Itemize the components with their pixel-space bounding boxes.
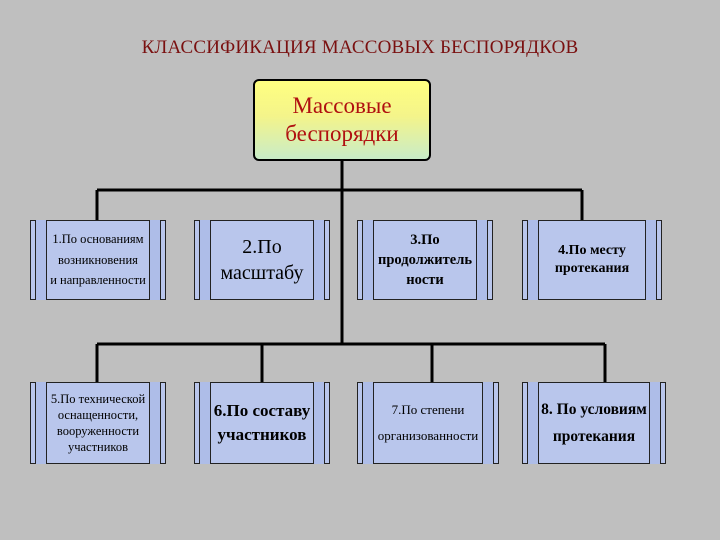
node-label: 8. По условиям протекания (541, 400, 647, 445)
node-label: 2.По масштабу (220, 236, 304, 284)
node-organization-degree: 7.По степени организованности (357, 382, 499, 464)
node-label: 5.По технической оснащенности, вооруженн… (50, 391, 146, 455)
node-conditions: 8. По условиям протекания (522, 382, 666, 464)
diagram-title: КЛАССИФИКАЦИЯ МАССОВЫХ БЕСПОРЯДКОВ (141, 37, 579, 58)
node-label: 7.По степени организованности (377, 402, 479, 443)
node-duration: 3.По продолжитель ности (357, 220, 493, 300)
node-technical-equipment: 5.По технической оснащенности, вооруженн… (30, 382, 166, 464)
node-label: 4.По месту протекания (554, 242, 630, 276)
node-label: 3.По продолжитель ности (377, 231, 472, 289)
node-place: 4.По месту протекания (522, 220, 662, 300)
node-participants-composition: 6.По составу участников (194, 382, 330, 464)
node-scale: 2.По масштабу (194, 220, 330, 300)
node-grounds-and-direction: 1.По основаниям возникновения и направле… (30, 220, 166, 300)
node-label: 6.По составу участников (213, 401, 311, 444)
node-label: 1.По основаниям возникновения и направле… (50, 232, 146, 288)
root-node-mass-riots: Массовые беспорядки (253, 79, 431, 161)
